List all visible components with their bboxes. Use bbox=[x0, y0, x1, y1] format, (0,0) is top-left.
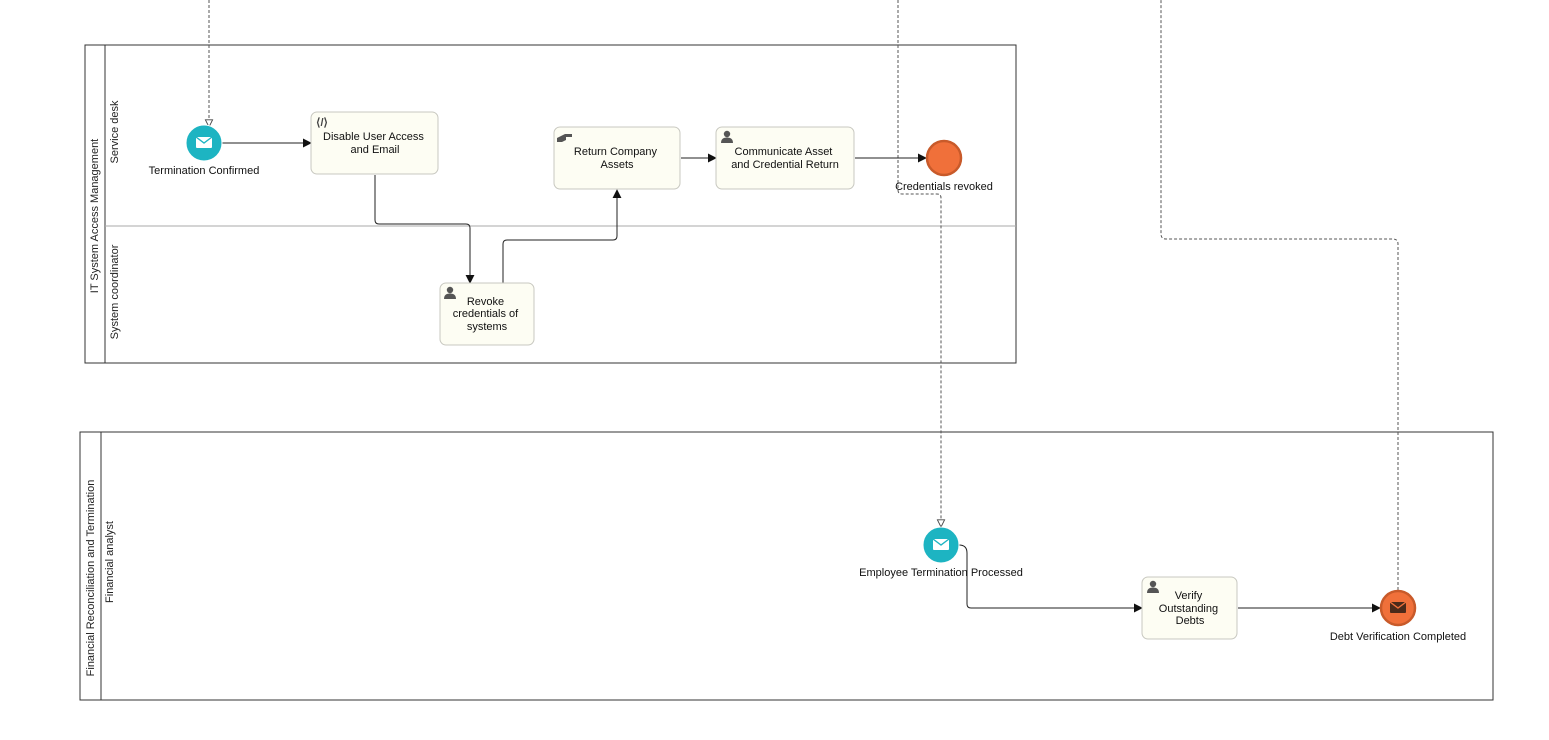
pool-label: IT System Access Management bbox=[89, 139, 101, 293]
user-icon bbox=[721, 130, 733, 143]
message-flow-debt-verification bbox=[1160, 0, 1399, 590]
script-icon: ⟨/⟩ bbox=[316, 117, 328, 129]
task-communicate-asset-return[interactable]: Communicate Asset and Credential Return bbox=[715, 126, 855, 190]
message-flow-credentials-to-finance bbox=[897, 0, 941, 527]
user-icon bbox=[444, 286, 456, 299]
event-label: Employee Termination Processed bbox=[859, 567, 1023, 579]
envelope-icon bbox=[1389, 601, 1407, 613]
task-label: Return Company Assets bbox=[574, 146, 660, 171]
task-revoke-credentials[interactable]: Revoke credentials of systems bbox=[439, 282, 535, 346]
flow-processed-to-verify bbox=[958, 544, 1143, 613]
task-label: Communicate Asset and Credential Return bbox=[731, 146, 839, 171]
lane-label-service-desk: Service desk bbox=[109, 100, 121, 163]
task-label: Revoke credentials of systems bbox=[453, 296, 522, 333]
task-label: Disable User Access and Email bbox=[323, 131, 427, 156]
flow-disable-to-revoke bbox=[374, 175, 475, 284]
message-flows bbox=[209, 0, 1399, 590]
lane-label-financial-analyst: Financial analyst bbox=[104, 521, 116, 603]
event-label: Debt Verification Completed bbox=[1330, 631, 1466, 643]
flow-revoke-to-return bbox=[502, 189, 622, 283]
pool-it-system-access-management[interactable]: IT System Access Management Service desk… bbox=[84, 44, 1017, 364]
user-icon bbox=[1147, 580, 1159, 593]
event-label: Termination Confirmed bbox=[149, 165, 260, 177]
pool-label: Financial Reconciliation and Termination bbox=[85, 480, 97, 677]
task-return-company-assets[interactable]: Return Company Assets bbox=[553, 126, 681, 190]
envelope-icon bbox=[932, 538, 950, 550]
event-debt-verification-completed[interactable]: Debt Verification Completed bbox=[1330, 589, 1466, 643]
sequence-flows bbox=[222, 138, 1381, 613]
pool-financial-reconciliation[interactable]: Financial Reconciliation and Termination… bbox=[79, 431, 1494, 701]
manual-hand-icon bbox=[557, 134, 572, 142]
task-label: Verify Outstanding Debts bbox=[1159, 590, 1221, 627]
event-employee-termination-processed[interactable]: Employee Termination Processed bbox=[859, 526, 1023, 579]
task-verify-outstanding-debts[interactable]: Verify Outstanding Debts bbox=[1141, 576, 1238, 640]
lane-label-system-coordinator: System coordinator bbox=[109, 244, 121, 339]
task-disable-user-access[interactable]: ⟨/⟩ Disable User Access and Email bbox=[310, 111, 439, 175]
event-label: Credentials revoked bbox=[895, 181, 993, 193]
event-termination-confirmed[interactable]: Termination Confirmed bbox=[149, 124, 260, 177]
event-credentials-revoked[interactable]: Credentials revoked bbox=[895, 139, 993, 193]
envelope-icon bbox=[195, 136, 213, 148]
svg-text:⟨/⟩: ⟨/⟩ bbox=[316, 117, 328, 129]
